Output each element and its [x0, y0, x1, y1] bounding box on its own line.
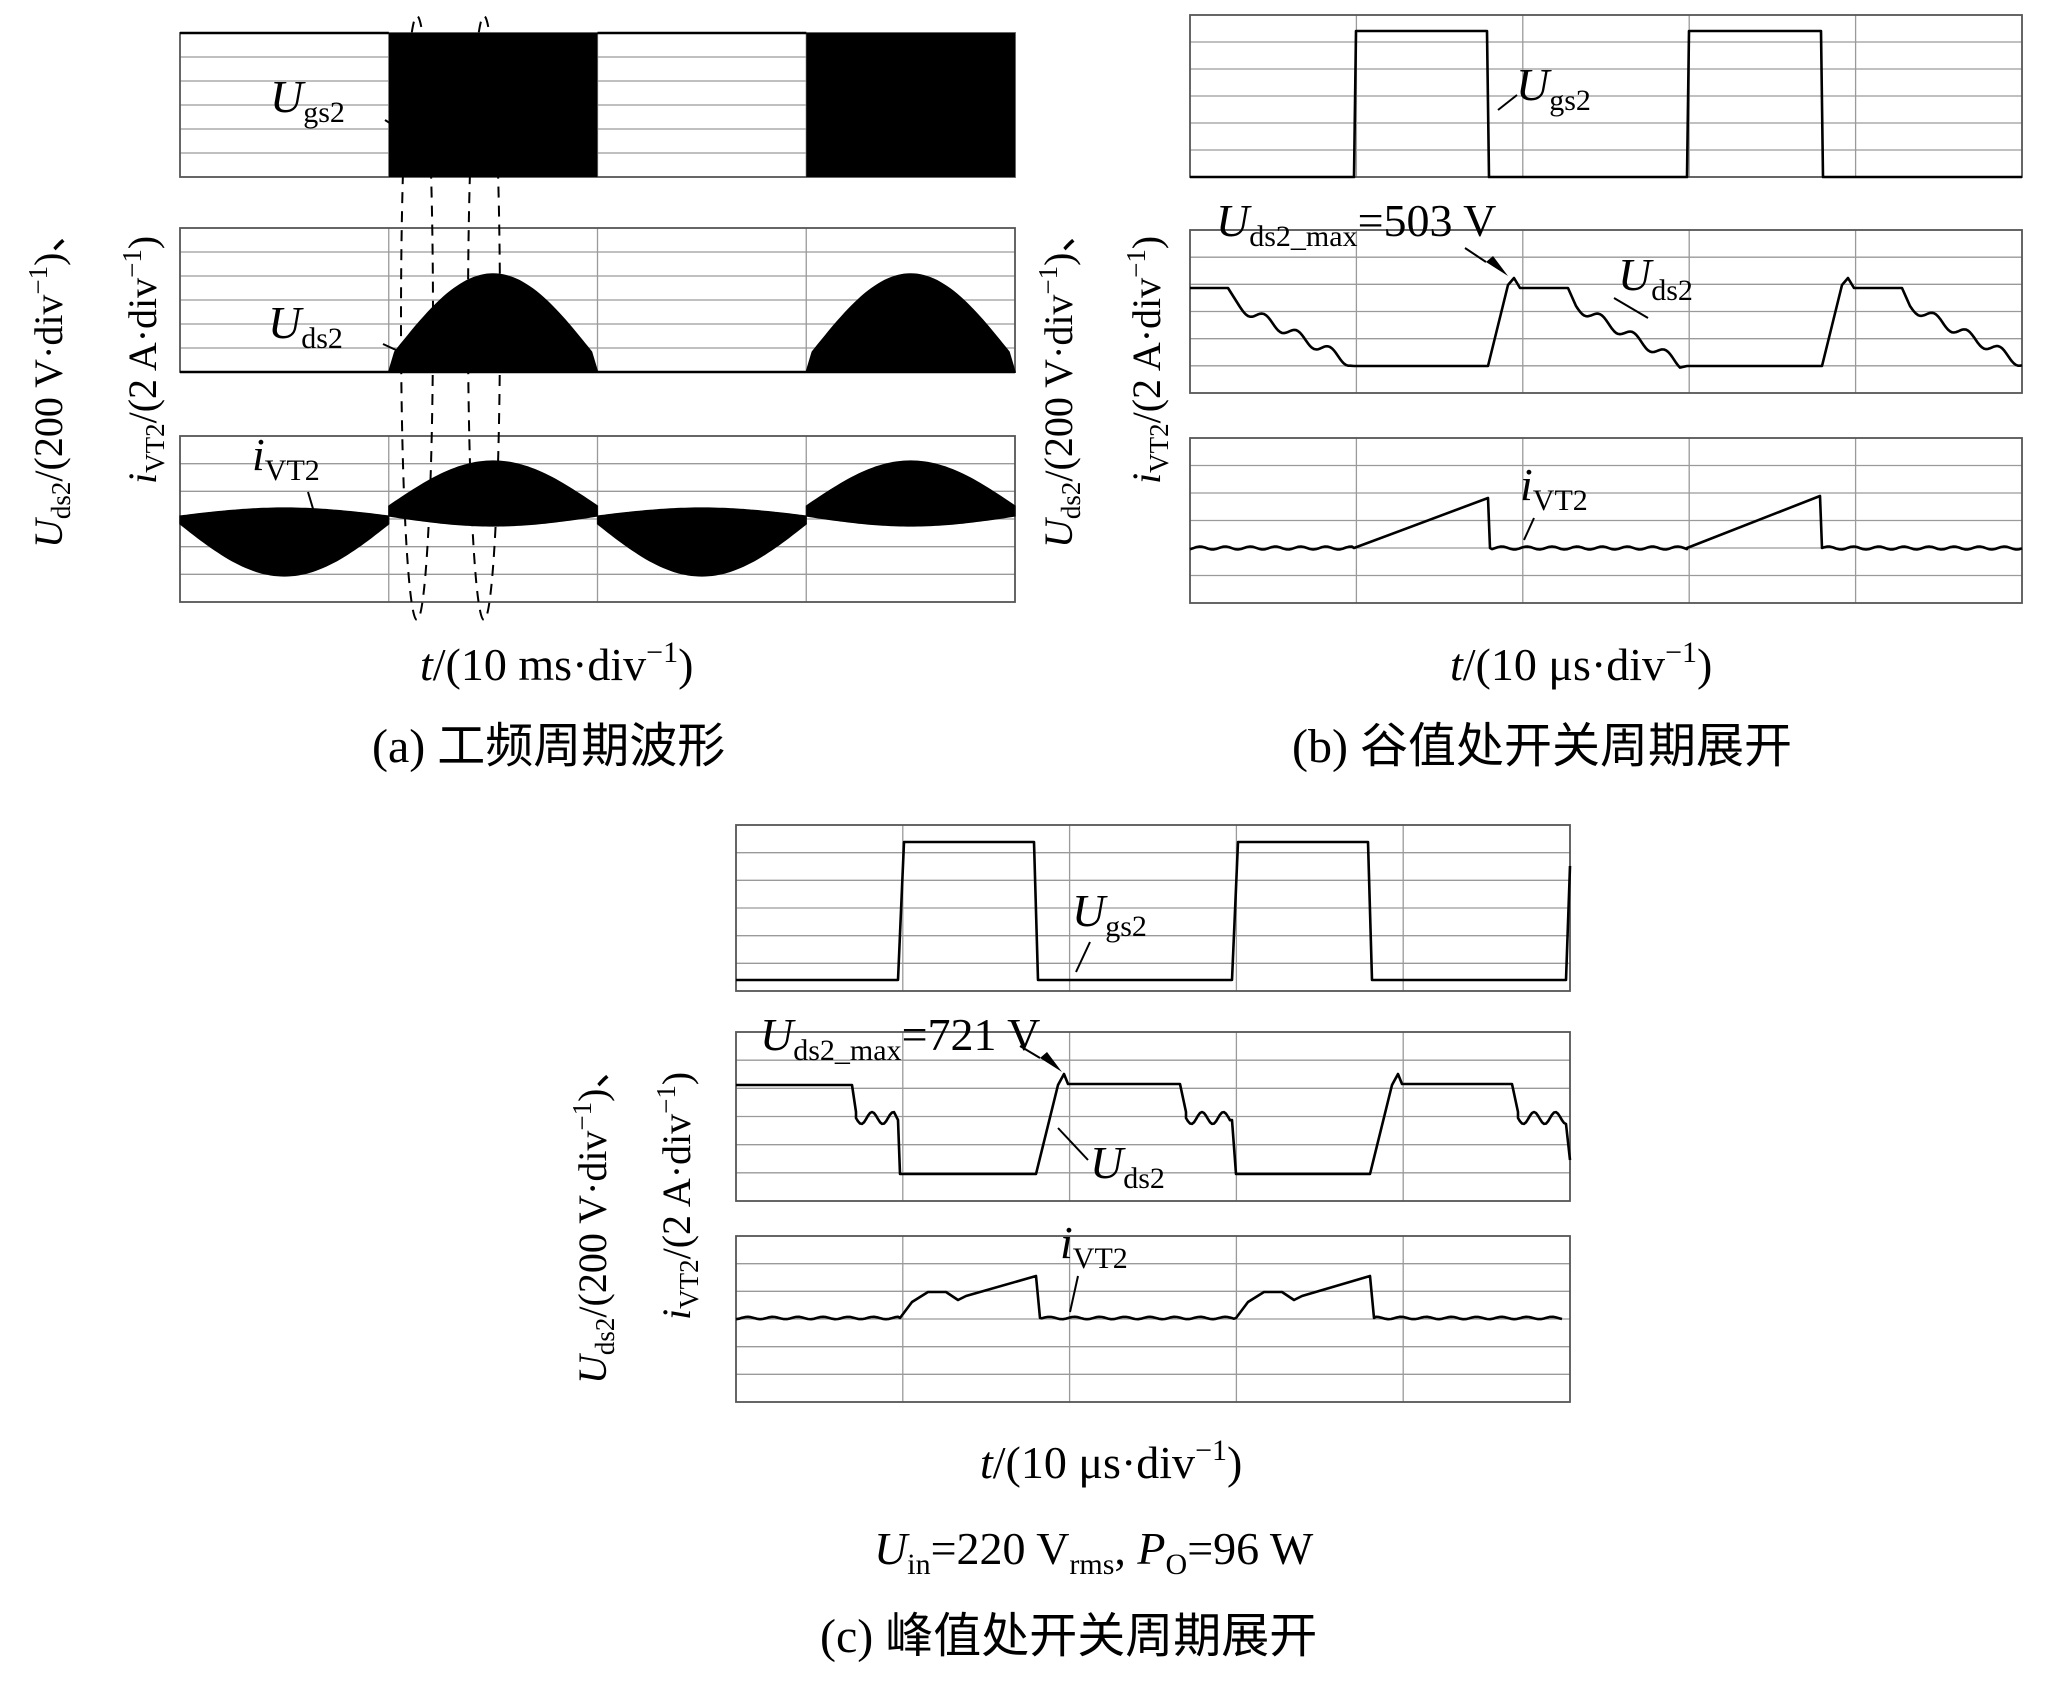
panel-a-zoom-ellipse [400, 15, 434, 621]
panel-c-label-ugs2: Ugs2 [1072, 885, 1147, 943]
panel-a-grid-uds2 [179, 227, 1016, 373]
panel-b-label-uds2: Uds2 [1618, 249, 1693, 307]
panel-a-uds2-burst [805, 273, 1017, 373]
panel-b-grid-ugs2 [1189, 14, 2023, 178]
panel-b-leader-ivt2 [1523, 517, 1535, 541]
panel-a-label-ugs2: Ugs2 [270, 71, 345, 129]
panel-b-annotation: Uds2_max=503 V [1216, 195, 1496, 253]
panel-c-label-uds2: Uds2 [1090, 1137, 1165, 1195]
panel-b-annotation-arrow [1486, 256, 1508, 276]
panel-c-grid-ugs2 [735, 824, 1571, 992]
panel-a-label-ivt2: iVT2 [252, 429, 320, 487]
panel-a-label-uds2: Uds2 [268, 297, 343, 355]
panel-a-ylabel: Uds2/(200 V·div−1)、 [23, 213, 76, 549]
panel-a-ivt2-lobe [805, 460, 1016, 527]
panel-b-annotation-leader [1464, 247, 1487, 263]
panel-a-ugs2-burst [806, 33, 1015, 177]
panel-a-leader-uds2 [382, 343, 397, 351]
label-layer: Uds2/(200 V·div−1)、 iVT2/(2 A·div−1) t/(… [23, 59, 1792, 1663]
panel-b-leader-ugs2 [1497, 94, 1518, 111]
panel-b-grid-ivt2-frame [1189, 437, 2023, 604]
panel-a-uds2-burst [387, 273, 599, 373]
panel-c-xlabel: t/(10 μs·div−1) [980, 1434, 1242, 1488]
panel-c-grid-uds2-frame [735, 1031, 1571, 1202]
panel-c-annotation-arrow [1040, 1052, 1062, 1072]
panel-b-ugs2-trace [1190, 29, 2022, 179]
panel-c-label-ivt2: iVT2 [1060, 1217, 1128, 1275]
panel-c-leader-uds2 [1057, 1127, 1089, 1161]
panel-c-ivt2-trace [735, 1274, 1563, 1321]
panel-b-caption: (b) 谷值处开关周期展开 [1292, 720, 1792, 773]
trace-layer [179, 15, 2023, 1321]
panel-b-ylabel-current: iVT2/(2 A·div−1) [1121, 236, 1174, 484]
panel-a-ylabel-current: iVT2/(2 A·div−1) [117, 236, 170, 484]
panel-b-grid-uds2 [1189, 229, 2023, 394]
panel-a-ivt2-lobe [388, 460, 599, 527]
panel-c-leader-ugs2 [1075, 941, 1091, 973]
panel-c-ylabel: Uds2/(200 V·div−1)、 [567, 1049, 620, 1385]
panel-a-caption: (a) 工频周期波形 [372, 720, 725, 773]
panel-c-ugs2-trace [736, 840, 1572, 982]
grid-layer [179, 14, 2023, 1403]
panel-a-ugs2-burst [388, 33, 598, 177]
panel-b-ivt2-trace [1189, 494, 2023, 551]
panel-c-annotation-leader [1019, 1045, 1041, 1059]
panel-a-ivt2-lobe [596, 507, 807, 577]
panel-a-ivt2-lobe [179, 507, 390, 577]
panel-c-grid-ugs2-frame [735, 824, 1571, 992]
panel-c-grid-uds2 [735, 1031, 1571, 1202]
panel-c-annotation: Uds2_max=721 V [760, 1009, 1040, 1067]
panel-b-xlabel: t/(10 μs·div−1) [1450, 636, 1712, 690]
panel-b-label-ivt2: iVT2 [1520, 459, 1588, 517]
panel-a-leader-ugs2 [384, 119, 397, 128]
panel-c-caption: (c) 峰值处开关周期展开 [820, 1610, 1317, 1663]
panel-a-zoom-ellipse [467, 15, 501, 621]
panel-c-ylabel-current: iVT2/(2 A·div−1) [651, 1072, 704, 1320]
panel-b-label-ugs2: Ugs2 [1516, 59, 1591, 117]
panel-b-leader-uds2 [1613, 297, 1649, 319]
panel-b-grid-uds2-frame [1189, 229, 2023, 394]
panel-b-uds2-trace [1190, 276, 2023, 369]
panel-c-condition: Uin=220 Vrms, PO=96 W [874, 1523, 1314, 1581]
panel-a-xlabel: t/(10 ms·div−1) [420, 636, 693, 690]
panel-b-ylabel: Uds2/(200 V·div−1)、 [1033, 213, 1086, 549]
panel-c-uds2-trace [736, 1072, 1572, 1176]
panel-b-grid-ivt2 [1189, 437, 2023, 604]
panel-a-leader-ivt2 [307, 491, 315, 513]
panel-c-leader-ivt2 [1069, 1275, 1079, 1313]
